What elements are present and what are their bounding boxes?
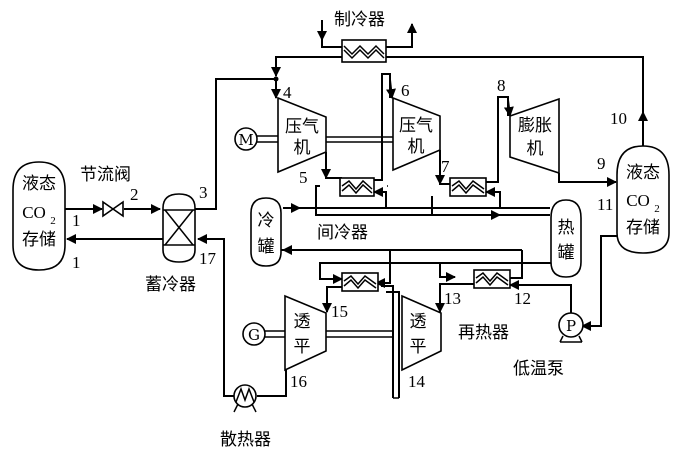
- storage-left-label-1: 液态: [22, 174, 56, 194]
- pipe-15: [322, 286, 342, 313]
- state-point-4: 4: [283, 83, 292, 102]
- storage-right-label-2: CO: [626, 191, 650, 210]
- state-point-9: 9: [597, 154, 606, 173]
- compressor-2: 压气 机: [392, 96, 441, 172]
- intercooler-loop: [283, 185, 550, 220]
- pump-label: P: [566, 317, 576, 335]
- turbine-2-label-2: 平: [410, 337, 427, 357]
- state-point-7: 7: [441, 157, 450, 176]
- turbine-2-label-1: 透: [410, 312, 427, 332]
- generator-label: G: [248, 326, 260, 344]
- state-point-14: 14: [408, 372, 426, 391]
- compressor-1-label-2: 机: [294, 138, 311, 158]
- liquid-co2-storage-right: 液态 CO 2 存储: [616, 145, 670, 254]
- state-point-16: 16: [290, 372, 307, 391]
- turbine-2: 透 平: [401, 294, 442, 372]
- throttle-valve-label: 节流阀: [80, 165, 131, 185]
- state-point-labels: 1 1 2 3 4 5 6 7 8 9 10 11 12 13 14 15 16…: [72, 76, 627, 391]
- pipe-9: [558, 173, 617, 187]
- intercooler-label: 间冷器: [317, 223, 368, 243]
- state-point-5: 5: [299, 168, 308, 187]
- state-point-1b: 1: [72, 253, 81, 272]
- state-point-15: 15: [331, 302, 348, 321]
- motor-icon: M: [234, 127, 278, 151]
- turbine-1: 透 平: [284, 294, 327, 372]
- generator-icon: G: [242, 322, 285, 346]
- cold-tank: 冷 罐: [250, 197, 282, 267]
- state-point-1a: 1: [72, 211, 81, 230]
- pipe-11: [581, 235, 617, 331]
- compressor-1: 压气 机: [277, 96, 327, 174]
- expander-label-1: 膨胀: [518, 116, 552, 136]
- state-point-8: 8: [497, 76, 506, 95]
- pump-icon: P: [558, 312, 584, 343]
- reheater-hx-2: [473, 269, 511, 289]
- storage-left-label-2: CO: [22, 203, 46, 222]
- intercooler-hx-1: [339, 177, 375, 197]
- compressor-2-label-2: 机: [408, 137, 425, 157]
- state-point-13: 13: [444, 289, 461, 308]
- storage-right-label-sub: 2: [654, 203, 660, 215]
- pipe-16: [257, 370, 287, 397]
- pipe-8: [486, 96, 509, 183]
- radiator-icon: [233, 384, 257, 413]
- pipe-refrigerator-4: [271, 56, 342, 77]
- hot-tank: 热 罐: [550, 199, 582, 278]
- liquid-co2-storage-left: 液态 CO 2 存储: [12, 161, 66, 271]
- throttle-valve-icon: [102, 200, 124, 218]
- storage-left-label-3: 存储: [22, 230, 56, 250]
- pipe-17: [197, 234, 234, 397]
- compressor-2-label-1: 压气: [399, 116, 433, 136]
- state-point-2: 2: [130, 185, 139, 204]
- pump-name-label: 低温泵: [513, 359, 564, 379]
- pipe-6: [374, 73, 391, 181]
- refrigerator: [317, 20, 417, 63]
- intercooler-hx-2: [449, 177, 487, 197]
- motor-label: M: [238, 131, 253, 149]
- turbine-1-label-2: 平: [294, 337, 311, 357]
- cold-accumulator: [162, 193, 196, 263]
- compressor-1-label-1: 压气: [285, 117, 319, 137]
- state-point-11: 11: [597, 195, 613, 214]
- junction-dot: [273, 76, 279, 82]
- state-point-6: 6: [401, 81, 410, 100]
- radiator-label: 散热器: [220, 430, 271, 450]
- reheater-label: 再热器: [458, 323, 509, 343]
- expander: 膨胀 机: [509, 97, 560, 175]
- state-point-17: 17: [199, 249, 217, 268]
- cold-accumulator-label: 蓄冷器: [145, 275, 196, 295]
- state-point-12: 12: [514, 289, 531, 308]
- turbine-1-label-1: 透: [294, 312, 311, 332]
- cold-tank-label-1: 冷: [258, 211, 275, 231]
- hot-tank-label-1: 热: [558, 218, 575, 238]
- refrigerator-label: 制冷器: [334, 10, 385, 30]
- hot-tank-label-2: 罐: [558, 243, 575, 263]
- pipe-12: [509, 280, 572, 313]
- state-point-3: 3: [199, 183, 208, 202]
- pipe-13: [435, 283, 474, 313]
- state-point-10: 10: [610, 109, 627, 128]
- storage-right-label-3: 存储: [626, 218, 660, 238]
- cold-tank-label-2: 罐: [258, 237, 275, 257]
- reheater-hx-1: [341, 272, 379, 292]
- storage-left-label-sub: 2: [50, 215, 56, 227]
- pipe-14: [381, 285, 394, 398]
- pipe-3-4: [195, 78, 276, 210]
- storage-right-label-1: 液态: [626, 163, 660, 183]
- reheater-loop: [281, 245, 551, 288]
- expander-label-2: 机: [527, 139, 544, 159]
- pipe-5: [325, 152, 342, 179]
